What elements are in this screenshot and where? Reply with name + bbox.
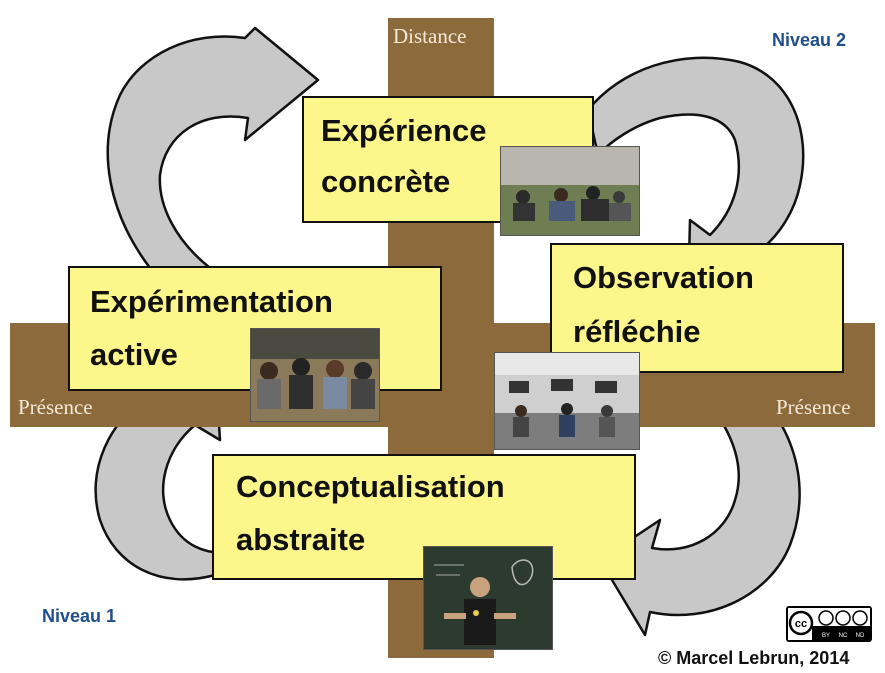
stage-title-conceptualisation: Conceptualisation	[236, 469, 505, 504]
axis-label-presence-left: Présence	[18, 395, 93, 419]
students-outdoors-photo-icon	[501, 147, 639, 235]
stage-subtitle-conceptualisation: abstraite	[236, 522, 366, 557]
photo-computer-classroom	[494, 352, 640, 450]
level-label-niveau-2: Niveau 2	[772, 30, 847, 50]
photo-lecturer-blackboard	[423, 546, 553, 650]
stage-subtitle-observation: réfléchie	[573, 314, 701, 349]
lecture-hall-audience-photo-icon	[251, 329, 379, 421]
stage-title-observation: Observation	[573, 260, 754, 295]
creative-commons-icon: cc BY NC ND	[786, 606, 872, 642]
svg-text:ND: ND	[856, 633, 865, 639]
stage-subtitle-experimentation: active	[90, 337, 178, 372]
axis-label-distance: Distance	[393, 24, 467, 48]
copyright-notice: © Marcel Lebrun, 2014	[658, 648, 850, 668]
stage-subtitle-experience: concrète	[321, 164, 451, 199]
computer-classroom-photo-icon	[495, 353, 639, 449]
svg-text:BY: BY	[822, 633, 830, 639]
svg-text:cc: cc	[795, 618, 807, 630]
arrow-bottom-right	[598, 368, 801, 637]
arrow-top-left	[106, 26, 320, 270]
stage-title-experimentation: Expérimentation	[90, 284, 333, 319]
lecturer-blackboard-photo-icon	[424, 547, 552, 649]
level-label-niveau-1: Niveau 1	[42, 606, 117, 626]
cc-by-nc-nd-icon: cc BY NC ND	[788, 608, 870, 640]
stage-box-experience: Expérience concrète	[302, 96, 594, 223]
axis-label-presence-right: Présence	[776, 395, 851, 419]
stage-title-experience: Expérience	[321, 113, 487, 148]
stage-box-observation: Observation réfléchie	[550, 243, 844, 373]
photo-lecture-hall-audience	[250, 328, 380, 422]
photo-students-outdoors	[500, 146, 640, 236]
svg-text:NC: NC	[839, 633, 848, 639]
